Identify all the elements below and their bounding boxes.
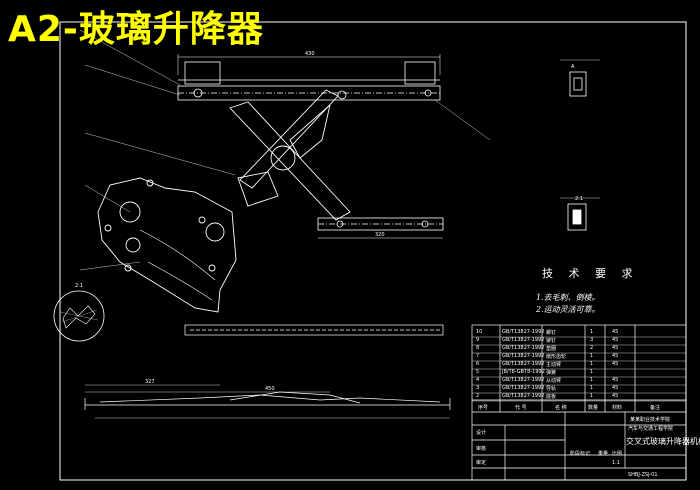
parts-cell-no: 3	[476, 385, 480, 391]
detail-view-circle	[53, 290, 105, 342]
parts-cell-code: GB/T13827-1992	[502, 329, 545, 335]
parts-cell-mat: 45	[612, 353, 619, 359]
top-dimension	[177, 54, 441, 75]
parts-cell-code: GB/T13827-1992	[502, 385, 545, 391]
parts-cell-mat: 45	[612, 345, 619, 351]
parts-cell-qty: 1	[590, 369, 594, 375]
parts-cell-name: 扇形齿轮	[546, 354, 567, 360]
lower-guide-rail	[317, 217, 444, 239]
parts-cell-name: 底板	[546, 394, 557, 400]
top-guide-rail	[177, 61, 441, 101]
parts-cell-code: JB/T8-GBT8-1992	[502, 369, 545, 375]
scissor-arms	[229, 89, 351, 221]
parts-cell-code: GB/T13827-1992	[502, 393, 545, 399]
parts-cell-mat: 45	[612, 337, 619, 343]
stage-label: 阶段标记	[570, 451, 591, 457]
parts-cell-code: GB/T13827-1992	[502, 337, 545, 343]
sheet-code: SHBJ-ZSJ-01	[628, 472, 658, 478]
parts-cell-name: 主动臂	[546, 362, 562, 368]
tech-req-heading: 技 术 要 求	[542, 267, 639, 280]
school-name: 某某职业技术学院	[630, 417, 671, 423]
parts-cell-no: 6	[476, 361, 480, 367]
parts-cell-code: GB/T13827-1992	[502, 345, 545, 351]
parts-cell-code: GB/T13827-1992	[502, 353, 545, 359]
header-mat: 材料	[612, 405, 623, 411]
parts-cell-qty: 2	[590, 345, 594, 351]
parts-cell-qty: 1	[590, 361, 594, 367]
parts-cell-name: 垫圈	[546, 346, 557, 352]
row-approve: 审定	[476, 460, 487, 466]
title-block	[471, 324, 687, 481]
scale-label: 比例	[612, 451, 623, 457]
section-view-a	[560, 59, 600, 97]
parts-cell-no: 7	[476, 353, 480, 359]
parts-cell-qty: 1	[590, 385, 594, 391]
parts-cell-name: 弹簧	[546, 370, 557, 376]
parts-cell-code: GB/T13827-1992	[502, 377, 545, 383]
side-elevation	[84, 384, 451, 419]
section-label-a: A	[571, 64, 575, 70]
parts-cell-no: 2	[476, 393, 480, 399]
parts-cell-qty: 1	[590, 353, 594, 359]
parts-cell-qty: 1	[590, 377, 594, 383]
parts-cell-mat: 45	[612, 385, 619, 391]
parts-cell-no: 9	[476, 337, 480, 343]
row-review: 审核	[476, 446, 487, 452]
tech-req-item: 2.运动灵活可靠。	[536, 305, 600, 314]
parts-row-lines	[472, 336, 686, 402]
dim-bottom: 327	[145, 379, 155, 385]
parts-cell-mat: 45	[612, 393, 619, 399]
tech-req-item: 1.去毛刺、倒棱。	[536, 293, 600, 302]
parts-cell-no: 5	[476, 369, 480, 375]
detail2-scale-label: 2:1	[575, 196, 584, 202]
parts-cell-no: 4	[476, 377, 480, 383]
section-view-b	[560, 197, 600, 231]
header-no: 序号	[478, 405, 489, 411]
header-qty: 数量	[588, 405, 599, 411]
parts-cell-qty: 1	[590, 329, 594, 335]
row-design: 设计	[476, 430, 487, 436]
leader-lines	[79, 29, 491, 271]
parts-cell-code: GB/T13827-1992	[502, 361, 545, 367]
parts-cell-no: 8	[476, 345, 480, 351]
header-name: 名 称	[555, 405, 567, 411]
parts-cell-qty: 1	[590, 393, 594, 399]
drawing-frame	[59, 21, 687, 481]
weight-label: 重量	[598, 451, 609, 457]
parts-cell-qty: 3	[590, 337, 594, 343]
parts-cell-mat: 45	[612, 361, 619, 367]
parts-cell-name: 铆钉	[546, 338, 557, 344]
header-code: 代 号	[515, 405, 527, 411]
department-name: 汽车与交通工程学院	[628, 426, 674, 432]
parts-cell-no: 10	[476, 329, 483, 335]
parts-cell-name: 从动臂	[546, 378, 562, 384]
parts-cell-name: 螺钉	[546, 330, 557, 336]
rack-strip	[184, 324, 444, 336]
parts-cell-mat: 45	[612, 329, 619, 335]
dim-mid: 450	[265, 386, 275, 392]
drawing-title: A2-玻璃升降器	[8, 9, 264, 50]
detail-scale-label: 2:1	[75, 283, 84, 289]
dim-rail: 320	[375, 232, 385, 238]
scale-value: 1:1	[612, 460, 621, 466]
parts-cell-mat: 45	[612, 377, 619, 383]
parts-cell-name: 导轨	[546, 386, 557, 392]
dim-top: 430	[305, 51, 315, 57]
header-remark: 备注	[650, 405, 661, 411]
base-plate	[97, 177, 237, 313]
drawing-name: 交叉式玻璃升降器机构	[626, 437, 700, 446]
